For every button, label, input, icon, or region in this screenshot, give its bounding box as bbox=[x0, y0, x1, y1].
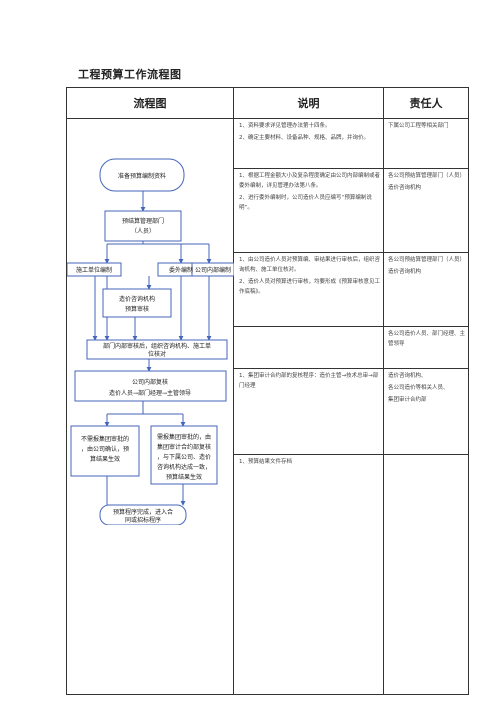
group-review-label: 咨询机构达成一致， bbox=[157, 463, 211, 471]
flow-diagram: 准备预算编制资料 预结算管理部门 （人员） 施工单位编制 委外编制 公司内部编制… bbox=[67, 158, 234, 525]
flowchart-table: 流程图 说明 责任人 bbox=[66, 87, 469, 695]
company-review-label: 公司内部复核 bbox=[132, 378, 168, 386]
flow-arrows bbox=[92, 191, 212, 515]
responsible-cell: 各公司预结算管理部门（人员） 造价咨询机构 bbox=[383, 168, 469, 253]
header-row: 流程图 说明 责任人 bbox=[66, 87, 469, 119]
responsible-line: 各公司预结算管理部门（人员） bbox=[388, 257, 466, 263]
group-review-label: 需报集团审批的，由 bbox=[157, 433, 211, 441]
responsible-line: 各公司造价等相关人员、 bbox=[388, 385, 449, 391]
description-line: 1、预算结果文件存档 bbox=[239, 459, 292, 465]
table-row: 1、由公司造价人员对预算编、审结果进行审核后，组织咨询机构、施工单位核对。 2、… bbox=[67, 252, 469, 327]
responsible-line: 造价咨询机构 bbox=[388, 185, 422, 191]
responsible-cell: 下属公司工程等相关部门 bbox=[383, 118, 469, 169]
table-row: 准备预算编制资料 预结算管理部门 （人员） 施工单位编制 委外编制 公司内部编制… bbox=[66, 118, 469, 695]
no-group-review-node bbox=[70, 425, 140, 477]
description-line: 1、集团审计合约部的复核程序：造价主管→技术总审→部门经理 bbox=[239, 373, 379, 389]
no-group-review-label: 算结果生效 bbox=[90, 455, 120, 463]
responsible-cell: 造价咨询机构、 各公司造价等相关人员、 集团审计合约部 bbox=[383, 368, 469, 455]
responsible-line: 下属公司工程等相关部门 bbox=[388, 123, 449, 129]
description-line: 2、进行委外编制时，公司造价人员应编写“预算编制说明”。 bbox=[239, 195, 372, 211]
responsible-line: 集团审计合约部 bbox=[388, 397, 427, 403]
description-line: 1、由公司造价人员对预算编、审结果进行审核后，组织咨询机构、施工单位核对。 bbox=[239, 257, 381, 273]
header-description: 说明 bbox=[233, 87, 384, 119]
company-review-label: 造价人员→部门经理→主管领导 bbox=[109, 389, 191, 397]
header-chart: 流程图 bbox=[66, 87, 234, 119]
description-line: 2、确定主要材料、设备品种、规格、品牌，并询价。 bbox=[239, 135, 370, 141]
table-row: 各公司造价人员、部门经理、主管领导 bbox=[67, 326, 469, 369]
joint-check-label: 部门内部审核后，组织咨询机构、施工单 bbox=[103, 342, 211, 350]
joint-check-label: 位核对 bbox=[148, 350, 166, 358]
flow-chart-cell: 准备预算编制资料 预结算管理部门 （人员） 施工单位编制 委外编制 公司内部编制… bbox=[66, 118, 234, 695]
outsource-node bbox=[157, 262, 205, 277]
table-row: 1、根据工程金额大小及复杂程度确定由公司内部编制或者委外编制，详见管理办法第八条… bbox=[67, 168, 469, 253]
consult-review-label: 预算审核 bbox=[125, 305, 149, 313]
description-line: 1、根据工程金额大小及复杂程度确定由公司内部编制或者委外编制，详见管理办法第八条… bbox=[239, 173, 381, 189]
end-label: 预算程序完成，进入合 bbox=[113, 508, 173, 516]
end-label: 同或招标程序 bbox=[125, 516, 161, 524]
description-line: 1、资料要求详见管理办法第十四条。 bbox=[239, 123, 331, 129]
responsible-cell bbox=[383, 454, 469, 695]
group-review-label: 集团审计合约部复核 bbox=[157, 443, 211, 451]
description-cell: 1、集团审计合约部的复核程序：造价主管→技术总审→部门经理 bbox=[233, 368, 384, 455]
no-group-review-label: ，由公司确认，预 bbox=[81, 445, 129, 453]
group-review-label: ，与下属公司、造价 bbox=[157, 453, 211, 461]
table-row: 1、集团审计合约部的复核程序：造价主管→技术总审→部门经理 造价咨询机构、 各公… bbox=[67, 368, 469, 455]
group-review-node bbox=[150, 425, 218, 485]
contractor-node bbox=[67, 262, 122, 277]
end-node bbox=[99, 504, 187, 525]
description-cell: 1、资料要求详见管理办法第十四条。 2、确定主要材料、设备品种、规格、品牌，并询… bbox=[233, 118, 384, 169]
internal-label: 公司内部编制 bbox=[195, 266, 231, 274]
responsible-cell: 各公司造价人员、部门经理、主管领导 bbox=[383, 326, 469, 369]
description-line: 2、造价人员对预算进行审核，均要形成《预算审核意见工作底稿》。 bbox=[239, 279, 381, 295]
responsible-line: 各公司造价人员、部门经理、主管领导 bbox=[388, 331, 466, 347]
consult-review-node bbox=[102, 288, 172, 318]
joint-check-node bbox=[86, 339, 228, 360]
mgmt-dept-label: （人员） bbox=[131, 228, 155, 235]
responsible-line: 造价咨询机构 bbox=[388, 269, 422, 275]
responsible-line: 造价咨询机构、 bbox=[388, 373, 427, 379]
start-label: 准备预算编制资料 bbox=[118, 172, 166, 180]
internal-node bbox=[191, 262, 234, 277]
company-review-node bbox=[74, 370, 227, 402]
header-responsible: 责任人 bbox=[383, 87, 469, 119]
mgmt-dept-label: 预结算管理部门 bbox=[122, 217, 164, 225]
responsible-cell: 各公司预结算管理部门（人员） 造价咨询机构 bbox=[383, 252, 469, 327]
mgmt-dept-node bbox=[104, 210, 182, 242]
contractor-label: 施工单位编制 bbox=[76, 266, 112, 274]
group-review-label: 预算结果生效 bbox=[166, 473, 202, 481]
table-row: 1、预算结果文件存档 bbox=[67, 454, 469, 695]
start-node bbox=[99, 158, 185, 192]
description-cell: 1、预算结果文件存档 bbox=[233, 454, 384, 695]
description-cell bbox=[233, 326, 384, 369]
outsource-label: 委外编制 bbox=[169, 266, 193, 274]
responsible-line: 各公司预结算管理部门（人员） bbox=[388, 173, 466, 179]
consult-review-label: 造价咨询机构 bbox=[119, 295, 155, 303]
page-title: 工程预算工作流程图 bbox=[78, 68, 182, 81]
no-group-review-label: 不需报集团审批的 bbox=[81, 435, 129, 443]
description-cell: 1、由公司造价人员对预算编、审结果进行审核后，组织咨询机构、施工单位核对。 2、… bbox=[233, 252, 384, 327]
description-cell: 1、根据工程金额大小及复杂程度确定由公司内部编制或者委外编制，详见管理办法第八条… bbox=[233, 168, 384, 253]
